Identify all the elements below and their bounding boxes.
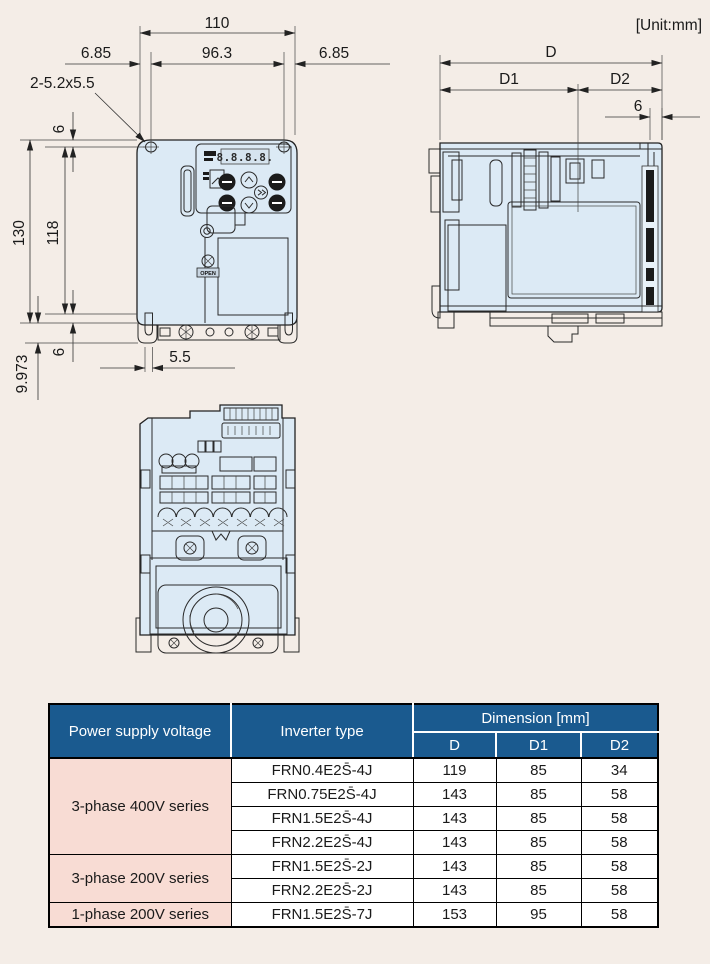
dim-d1-cell: 85	[495, 757, 582, 783]
dim-label-6-85-left: 6.85	[81, 45, 111, 62]
bottom-view-drawing	[135, 404, 300, 654]
col-header-d2: D2	[579, 731, 660, 759]
dim-d1-cell: 85	[495, 854, 582, 879]
dim-d-cell: 143	[412, 878, 497, 903]
dim-label-6-top: 6	[51, 125, 68, 134]
inverter-type-cell: FRN1.5E2S̄-7J	[230, 902, 414, 928]
power-supply-group-cell: 3-phase 200V series	[48, 854, 232, 903]
dim-d2-cell: 34	[580, 757, 659, 783]
open-screw	[201, 254, 215, 268]
col-header-dimension: Dimension [mm]	[411, 703, 660, 733]
dim-d1-cell: 85	[495, 782, 582, 807]
dim-d1-cell: 95	[495, 902, 582, 928]
inverter-type-cell: FRN0.4E2S̄-4J	[230, 757, 414, 783]
shift-button	[254, 185, 268, 200]
dimension-table-section: Power supply voltage Inverter type Dimen…	[48, 703, 660, 928]
dim-d-cell: 143	[412, 806, 497, 831]
table-row: 3-phase 400V series FRN0.4E2S̄-4J 119 85…	[48, 757, 659, 855]
unit-label: [Unit:mm]	[636, 17, 702, 34]
inverter-type-cell: FRN1.5E2S̄-2J	[230, 854, 414, 879]
side-view-drawing	[428, 142, 663, 343]
dim-d-cell: 143	[412, 830, 497, 855]
dim-label-96-3: 96.3	[202, 45, 232, 62]
dim-label-130: 130	[11, 220, 28, 246]
dimension-table: Power supply voltage Inverter type Dimen…	[48, 703, 660, 928]
inverter-type-cell: FRN2.2E2S̄-4J	[230, 830, 414, 855]
power-supply-group-cell: 3-phase 400V series	[48, 757, 232, 855]
dim-label-110: 110	[205, 15, 230, 32]
front-view-dimensions: 110 96.3 6.85 6.85 2-5.2x5.5 6 130 118 6…	[11, 15, 390, 400]
col-header-d1: D1	[495, 731, 582, 759]
dim-label-118: 118	[45, 221, 62, 246]
dim-d-cell: 119	[412, 757, 497, 783]
dim-d2-cell: 58	[580, 806, 659, 831]
dim-d1-cell: 85	[495, 878, 582, 903]
dim-d-cell: 143	[412, 854, 497, 879]
dim-d2-cell: 58	[580, 902, 659, 928]
up-arrow-button	[240, 171, 258, 189]
table-row: 3-phase 200V series FRN1.5E2S̄-2J 143 85…	[48, 854, 659, 903]
display-value: 8.8.8.8.	[217, 151, 274, 164]
inverter-type-cell: FRN1.5E2S̄-4J	[230, 806, 414, 831]
dim-label-d: D	[545, 44, 556, 61]
table-row: 1-phase 200V series FRN1.5E2S̄-7J 153 95…	[48, 902, 659, 928]
dim-d1-cell: 85	[495, 830, 582, 855]
table-row: FRN2.2E2S̄-2J 143 85 58	[49, 878, 659, 903]
dim-d2-cell: 58	[580, 830, 659, 855]
dim-label-6-bottom: 6	[51, 348, 68, 357]
table-row: FRN0.75E2S̄-4J 143 85 58	[49, 782, 659, 807]
dim-d2-cell: 58	[580, 878, 659, 903]
front-view-drawing: 8.8.8.8.	[136, 139, 298, 344]
inverter-type-cell: FRN0.75E2S̄-4J	[230, 782, 414, 807]
side-view-dimensions: D D1 D2 6	[439, 44, 700, 212]
dim-d-cell: 153	[412, 902, 497, 928]
table-row: FRN2.2E2S̄-4J 143 85 58	[49, 830, 659, 855]
dim-d-cell: 143	[412, 782, 497, 807]
dim-label-hole-spec: 2-5.2x5.5	[30, 75, 95, 92]
dim-label-6-85-right: 6.85	[319, 45, 349, 62]
col-header-d: D	[412, 731, 497, 759]
dim-d2-cell: 58	[580, 854, 659, 879]
col-header-inverter-type: Inverter type	[230, 703, 414, 759]
dim-d1-cell: 85	[495, 806, 582, 831]
open-label: OPEN	[200, 271, 216, 277]
dim-label-9-973: 9.973	[14, 355, 31, 394]
col-header-power-supply: Power supply voltage	[48, 703, 232, 759]
dim-d2-cell: 58	[580, 782, 659, 807]
dim-label-6-front: 6	[634, 98, 643, 115]
dim-label-d1: D1	[499, 71, 519, 88]
dim-label-d2: D2	[610, 71, 630, 88]
power-supply-group-cell: 1-phase 200V series	[48, 902, 232, 928]
down-arrow-button	[240, 196, 258, 214]
dim-label-5-5: 5.5	[169, 349, 191, 366]
inverter-type-cell: FRN2.2E2S̄-2J	[230, 878, 414, 903]
seven-segment-display	[220, 148, 270, 165]
dimension-drawings: [Unit:mm] 8.8.8.8.	[11, 15, 702, 654]
